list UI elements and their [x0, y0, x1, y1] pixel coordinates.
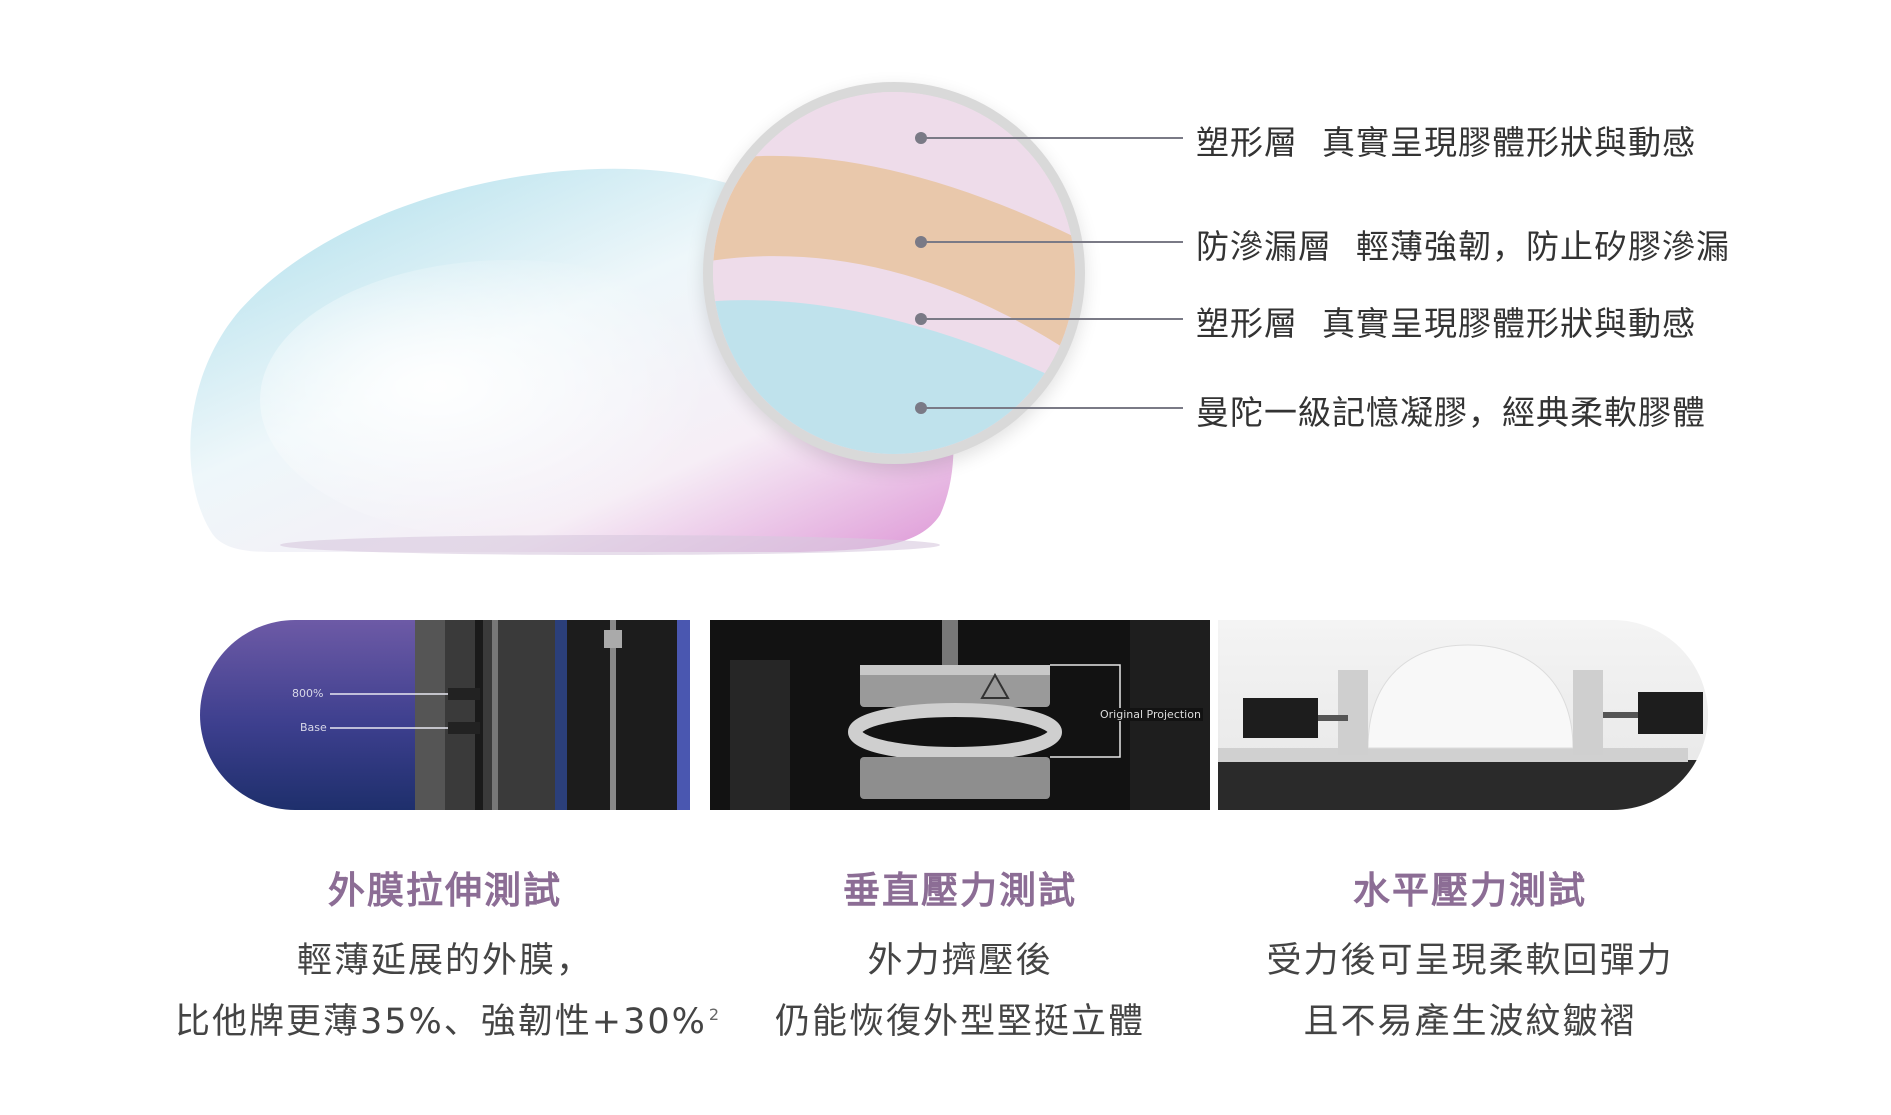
- test-line-2: 且不易產生波紋皺褶: [1303, 1002, 1637, 1042]
- layer-leader-line: [921, 318, 1183, 320]
- layer-leader-line: [921, 241, 1183, 243]
- layer-bands: [713, 92, 1075, 454]
- layer-leader-line: [921, 137, 1183, 139]
- layer-desc: 真實呈現膠體形狀與動感: [1322, 123, 1696, 162]
- layer-desc: 真實呈現膠體形狀與動感: [1322, 304, 1696, 343]
- layer-name: 防滲漏層: [1196, 227, 1332, 266]
- layer-band-barrier: [713, 155, 1075, 356]
- horizontal-rig-graphic: [1218, 644, 1708, 810]
- test-line-1: 外力擠壓後: [867, 941, 1053, 981]
- layer-name: 曼陀一級記憶凝膠，經典柔軟膠體: [1196, 393, 1706, 432]
- test-title: 水平壓力測試: [1353, 869, 1587, 912]
- layer-label-barrier: 防滲漏層輕薄強韌，防止矽膠滲漏: [1196, 220, 1730, 268]
- layer-name: 塑形層: [1196, 123, 1298, 162]
- horizontal-test-photo: [1218, 620, 1708, 810]
- layer-name: 塑形層: [1196, 304, 1298, 343]
- test-title: 垂直壓力測試: [843, 869, 1077, 912]
- layer-label-gel: 曼陀一級記憶凝膠，經典柔軟膠體: [1196, 386, 1706, 434]
- layer-label-shaping-outer: 塑形層真實呈現膠體形狀與動感: [1196, 116, 1696, 164]
- test-line-1: 受力後可呈現柔軟回彈力: [1266, 941, 1674, 981]
- vertical-test-photo: Original Projection: [710, 620, 1210, 810]
- layer-desc: 輕薄強韌，防止矽膠滲漏: [1356, 227, 1730, 266]
- test-title: 外膜拉伸測試: [328, 869, 562, 912]
- test-caption-horizontal: 水平壓力測試 受力後可呈現柔軟回彈力 且不易產生波紋皺褶: [1210, 860, 1730, 1044]
- test-caption-vertical: 垂直壓力測試 外力擠壓後 仍能恢復外型堅挺立體: [700, 860, 1220, 1044]
- test-line-2: 仍能恢復外型堅挺立體: [774, 1002, 1145, 1042]
- tensile-rig-graphic: [330, 620, 690, 810]
- layer-band-gel: [713, 300, 1075, 454]
- test-line-1: 輕薄延展的外膜，: [296, 941, 593, 981]
- original-projection-label: Original Projection: [1098, 708, 1203, 721]
- test-caption-tensile: 外膜拉伸測試 輕薄延展的外膜， 比他牌更薄35%、強韌性+30%2: [175, 860, 719, 1044]
- layer-label-shaping-inner: 塑形層真實呈現膠體形狀與動感: [1196, 297, 1696, 345]
- layer-leader-line: [921, 407, 1183, 409]
- test-line-2: 比他牌更薄35%、強韌性+30%: [175, 1002, 707, 1042]
- test-line-2-wrap: 比他牌更薄35%、強韌性+30%2: [175, 993, 719, 1044]
- tensile-label-base: Base: [300, 721, 327, 734]
- tensile-label-800: 800%: [292, 687, 324, 700]
- tensile-test-photo: 800% Base: [200, 620, 690, 810]
- layer-cross-section: [703, 82, 1085, 464]
- footnote-marker: 2: [708, 1005, 722, 1025]
